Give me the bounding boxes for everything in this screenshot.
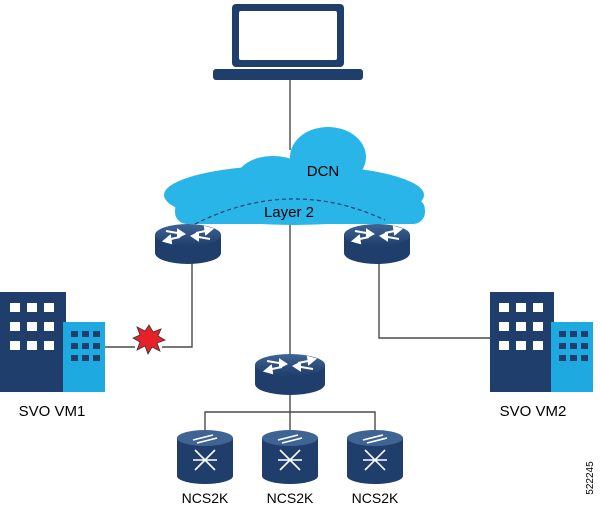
building-icon: [0, 292, 105, 392]
router-icon: [255, 354, 325, 395]
laptop-icon: [213, 4, 363, 80]
right-router-site-link: [378, 262, 490, 339]
layer2-label: Layer 2: [264, 204, 314, 221]
router-icon: [155, 224, 221, 264]
optical-switch-icon: [177, 430, 233, 484]
ncs-node-label: NCS2K: [182, 490, 229, 506]
optical-switch-icon: [262, 430, 318, 484]
ncs-node-label: NCS2K: [352, 490, 399, 506]
building-icon: [490, 292, 593, 392]
optical-switch-icon: [347, 430, 403, 484]
failure-burst-icon: [132, 324, 166, 355]
layer2-dashed-boundary: [194, 198, 386, 225]
dcn-cloud: DCN Layer 2: [164, 127, 425, 225]
figure-number: 522245: [585, 461, 596, 495]
ncs-node-label: NCS2K: [267, 490, 314, 506]
router-icon: [344, 224, 410, 264]
left-router-site-link: [162, 262, 193, 348]
dcn-label: DCN: [307, 163, 340, 180]
connection-lines: [105, 80, 490, 432]
ncs-bus: [204, 411, 376, 432]
site-label-left: SVO VM1: [19, 403, 86, 420]
site-label-right: SVO VM2: [500, 403, 567, 420]
